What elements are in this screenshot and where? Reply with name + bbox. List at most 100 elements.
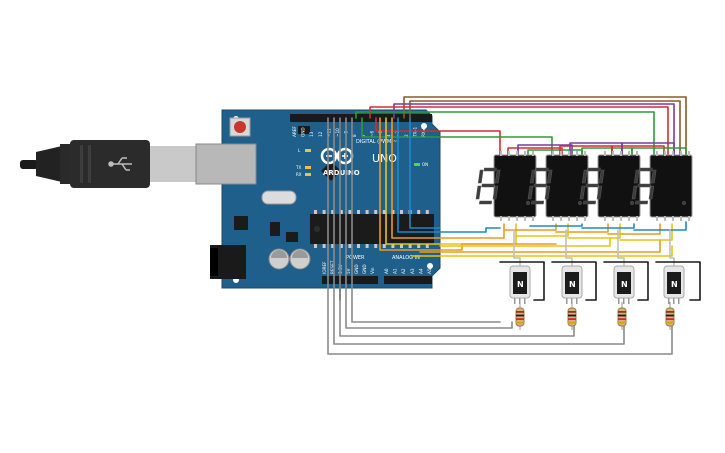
pin-label: Vin (370, 267, 375, 274)
wire-orange (503, 223, 557, 231)
board-model: UNO (372, 152, 397, 165)
capacitor (289, 248, 311, 270)
display-segment (483, 167, 497, 172)
usb-icon (108, 157, 132, 171)
pin-label: 8 (352, 134, 357, 137)
pin-label: A1 (393, 268, 398, 274)
pin-label: ~10 (335, 128, 340, 137)
seven-segment-display (579, 151, 641, 221)
decimal-point (681, 200, 687, 206)
svg-text:L: L (298, 148, 301, 153)
atmega-chip (310, 210, 434, 248)
wire-purple (393, 103, 675, 159)
seven-segment-display (631, 151, 693, 221)
resistor (515, 302, 525, 330)
npn-transistor: N (509, 265, 531, 304)
display-segment (544, 185, 551, 200)
wire-yellow (439, 237, 611, 247)
wire-brown (409, 100, 681, 159)
pin-label: 12 (318, 131, 323, 137)
pin-label: AREF (292, 126, 297, 137)
digital-header (290, 114, 432, 122)
decimal-point (525, 200, 531, 206)
svg-text:RX: RX (296, 172, 302, 177)
display-segment (637, 183, 651, 188)
wire (621, 142, 675, 159)
pin-label: 7 (361, 134, 366, 137)
wire-orange (391, 117, 505, 239)
voltage-regulator (234, 216, 248, 230)
display-segment (530, 200, 545, 205)
wire-yellow (385, 117, 517, 245)
reset-button[interactable] (229, 117, 251, 137)
wire-green (355, 111, 655, 159)
pin-label: 4 (387, 134, 392, 137)
pin-label: TX▸1 (412, 126, 417, 138)
led-l: L (298, 148, 311, 153)
usb-jack (195, 143, 257, 185)
display-segment (634, 200, 649, 205)
display-segment (527, 185, 534, 200)
wire-gray (333, 117, 625, 345)
icsp-header (298, 126, 310, 134)
pin-label: A5 (427, 268, 432, 274)
wire-blue (581, 223, 635, 229)
pin-label: 5V (346, 268, 351, 274)
svg-text:TX: TX (295, 165, 301, 170)
display-segment (598, 169, 605, 184)
wire-blue (633, 221, 687, 231)
power-jack (210, 245, 246, 279)
wire-blue (397, 117, 501, 233)
wire-common (565, 229, 573, 269)
wire-black (499, 261, 545, 301)
display-segment (633, 169, 640, 184)
power-header (322, 276, 378, 284)
pin-label: A2 (401, 268, 406, 274)
resistor (665, 302, 675, 330)
pin-label: A3 (410, 268, 415, 274)
display-segment (631, 185, 638, 200)
wire-orange (607, 223, 661, 235)
npn-transistor: N (663, 265, 685, 304)
wire-common (513, 229, 521, 269)
digital-label: DIGITAL (PWM ~) (356, 139, 399, 145)
analog-header (384, 276, 432, 284)
display-segment (477, 169, 484, 184)
wire (631, 147, 687, 159)
pin-label: ~6 (369, 130, 374, 137)
wire-gray (345, 117, 513, 329)
decimal-point (577, 200, 583, 206)
display-segment (546, 169, 553, 184)
wire-gray (351, 117, 501, 323)
transistor-marking: N (621, 280, 628, 289)
display-segment (650, 169, 657, 184)
capacitor (268, 248, 290, 270)
display-segment (582, 200, 597, 205)
decimal-point (629, 200, 635, 206)
pin-label: A4 (418, 268, 423, 274)
display-segment (579, 185, 586, 200)
led-tx: TX (295, 165, 311, 170)
led-on: ON (414, 162, 428, 167)
wire-common (617, 229, 625, 269)
seven-segment-display (475, 151, 537, 221)
wire-orange (419, 239, 661, 253)
pin-label: ~11 (326, 128, 331, 137)
pin-label: RESET (330, 260, 335, 274)
power-label: POWER (346, 255, 365, 261)
pin-label: GND (354, 264, 359, 274)
transistor-marking: N (671, 280, 678, 289)
pin-label: 2 (404, 134, 409, 137)
wire-common (669, 229, 675, 269)
npn-transistor: N (613, 265, 635, 304)
display-segment (639, 167, 653, 172)
display-segment (585, 183, 599, 188)
pin-label: GND (301, 127, 306, 137)
display-segment (596, 185, 603, 200)
wire-black (551, 261, 597, 301)
npn-transistor: N (561, 265, 583, 304)
pin-label: A0 (384, 268, 389, 274)
resistor (617, 302, 627, 330)
